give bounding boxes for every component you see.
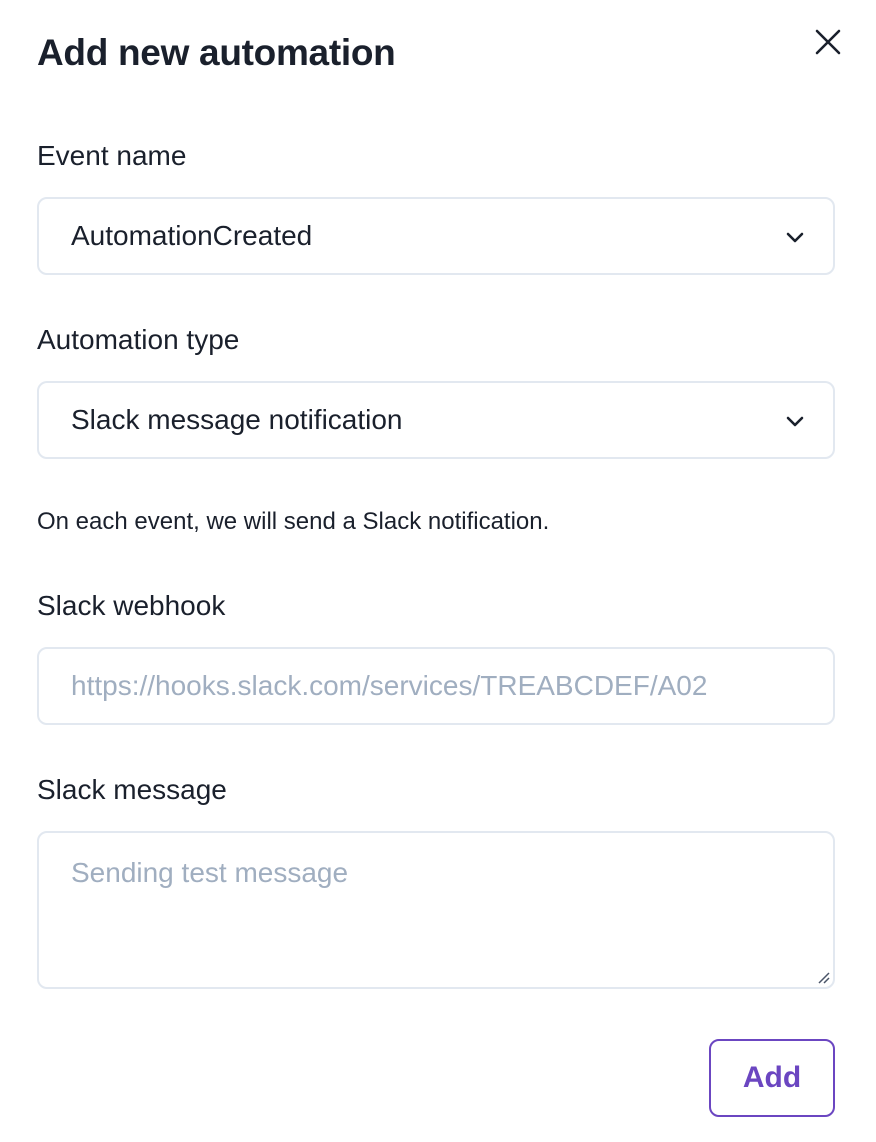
slack-message-placeholder: Sending test message [71,857,349,888]
slack-message-textarea[interactable]: Sending test message [37,831,835,989]
add-button[interactable]: Add [709,1039,835,1117]
event-name-value: AutomationCreated [71,220,313,251]
close-icon[interactable] [812,26,844,58]
resize-handle-icon[interactable] [815,969,831,985]
slack-message-label: Slack message [37,774,227,805]
automation-type-select[interactable]: Slack message notification [37,381,835,459]
slack-webhook-label: Slack webhook [37,590,226,621]
event-name-select[interactable]: AutomationCreated [37,197,835,275]
chevron-down-icon [786,232,804,243]
dialog-title: Add new automation [37,32,396,73]
chevron-down-icon [786,416,804,427]
event-name-label: Event name [37,140,187,171]
automation-type-label: Automation type [37,324,240,355]
automation-description: On each event, we will send a Slack noti… [37,508,550,535]
slack-webhook-placeholder: https://hooks.slack.com/services/TREABCD… [71,670,708,701]
slack-webhook-input[interactable]: https://hooks.slack.com/services/TREABCD… [37,647,835,725]
automation-type-value: Slack message notification [71,404,403,435]
